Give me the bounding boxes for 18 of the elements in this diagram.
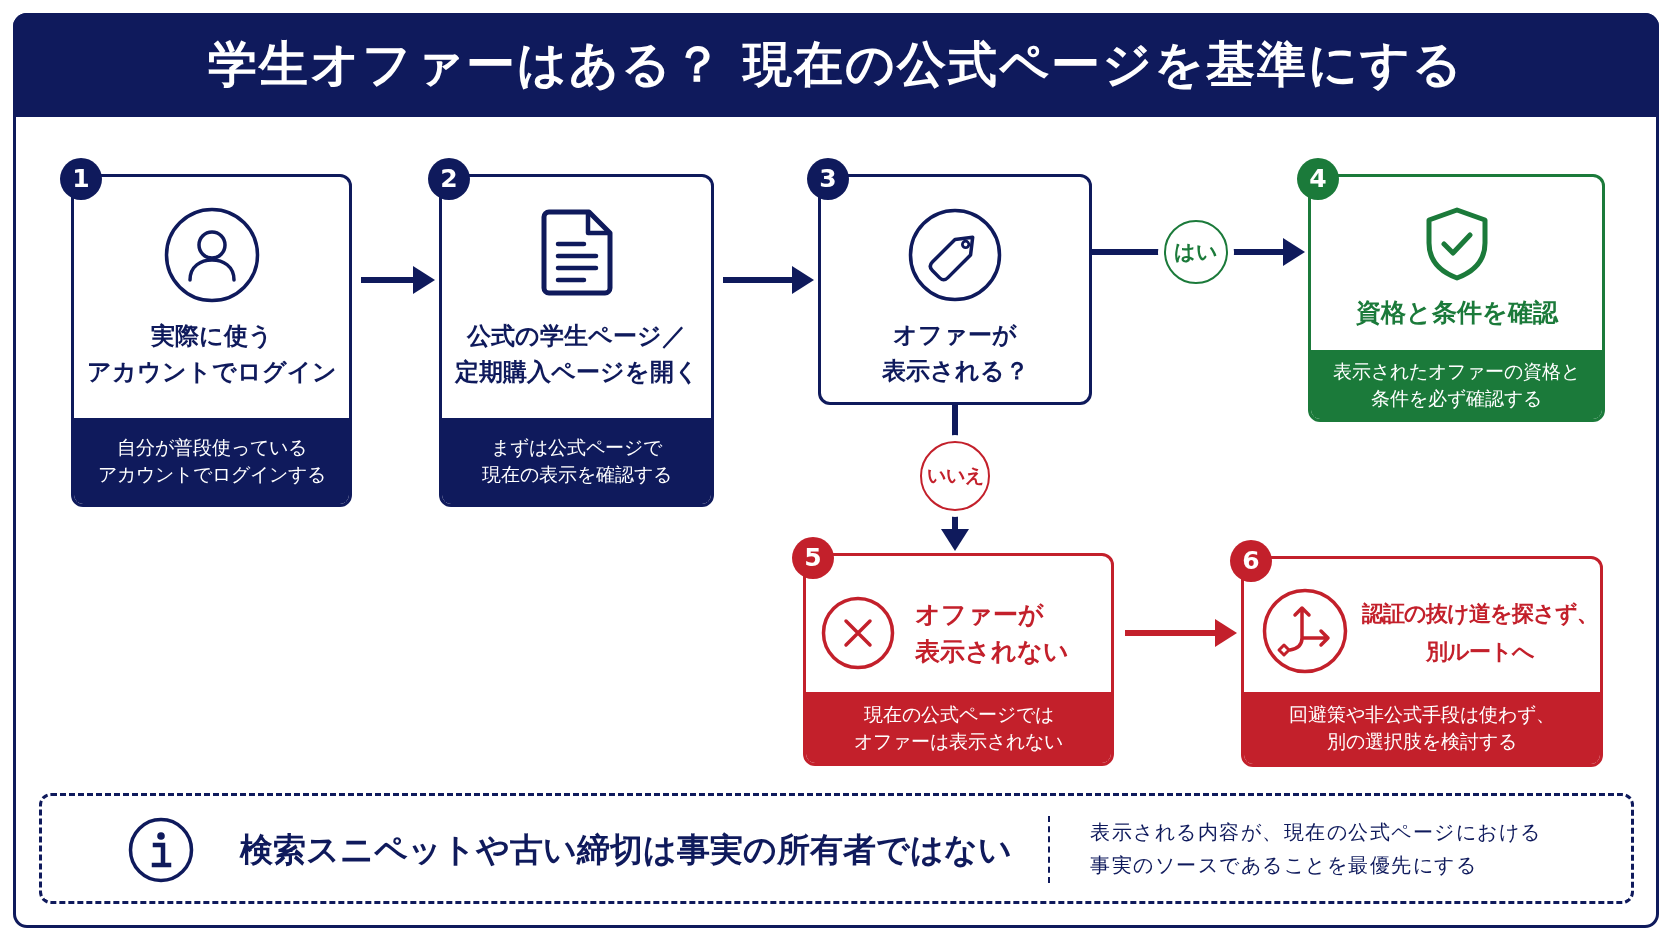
description-band: 現在の公式ページではオファーは表示されない (806, 692, 1111, 763)
arrow (1125, 619, 1237, 647)
arrow (361, 266, 435, 294)
note-box (39, 793, 1634, 904)
description-band: まずは公式ページで現在の表示を確認する (442, 418, 711, 504)
description-band: 自分が普段使っているアカウントでログインする (74, 418, 349, 504)
note-heading: 検索スニペットや古い締切は事実の所有者ではない (240, 829, 1012, 871)
step-title: 公式の学生ページ／定期購入ページを開く (453, 321, 700, 388)
title-banner: 学生オファーはある？ 現在の公式ページを基準にする (13, 13, 1659, 117)
note-text: 表示される内容が、現在の公式ページにおける事実のソースであることを最優先にする (1090, 819, 1543, 879)
step-title: オファーが表示されない (915, 599, 1070, 668)
description-band: 表示されたオファーの資格と条件を必ず確認する (1311, 350, 1602, 419)
description-band: 回避策や非公式手段は使わず、別の選択肢を検討する (1244, 692, 1600, 764)
step-title: 資格と条件を確認 (1354, 297, 1560, 329)
step-title: 実際に使うアカウントでログイン (86, 321, 337, 388)
step-title: オファーが表示される？ (880, 320, 1030, 387)
step-title: 認証の抜け道を探さず、別ルートへ (1361, 600, 1599, 666)
arrow (723, 266, 814, 294)
